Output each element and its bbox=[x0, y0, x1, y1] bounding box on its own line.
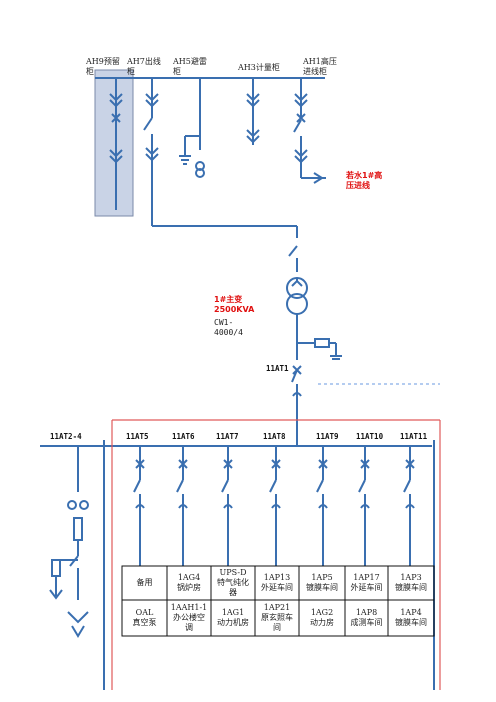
feeder-table-grid bbox=[121, 565, 435, 637]
breaker-label-11at8: 11AT8 bbox=[263, 432, 286, 441]
cabinet-label-ah1: AH1高压 进线柜 bbox=[303, 57, 337, 76]
feeder-11at7 bbox=[221, 446, 233, 566]
table-cell-r2-c1: OAL 真空泵 bbox=[132, 608, 157, 627]
lv-panel-boundary bbox=[111, 419, 441, 690]
cabinet-label-ah3: AH3计量柜 bbox=[238, 63, 280, 72]
transformer-primary-winding bbox=[286, 277, 308, 299]
capacitor-branch bbox=[49, 446, 89, 638]
table-cell-r2-c6: 1AP8 成测车间 bbox=[350, 608, 383, 627]
breaker-label-11at2-4: 11AT2-4 bbox=[50, 432, 82, 441]
breaker-label-11at6: 11AT6 bbox=[172, 432, 195, 441]
breaker-label-11at5: 11AT5 bbox=[126, 432, 149, 441]
feeder-11at10 bbox=[358, 446, 370, 566]
table-cell-r1-c7: 1AP3 镀膜车间 bbox=[395, 573, 427, 592]
hv-lines bbox=[40, 77, 432, 447]
feeder-11at6 bbox=[176, 446, 188, 566]
incoming-line-label: 若水1#高 压进线 bbox=[346, 171, 383, 190]
main-breaker-label: 11AT1 bbox=[266, 364, 289, 373]
feeder-11at5 bbox=[133, 446, 145, 566]
table-cell-r2-c5: 1AG2 动力房 bbox=[310, 608, 334, 627]
table-cell-r2-c3: 1AG1 动力机房 bbox=[217, 608, 249, 627]
lv-feeders bbox=[133, 446, 415, 566]
breaker-label-11at9: 11AT9 bbox=[316, 432, 339, 441]
table-cell-r1-c6: 1AP17 外延车间 bbox=[350, 573, 383, 592]
feeder-11at8 bbox=[269, 446, 281, 566]
feeder-11at9 bbox=[316, 446, 328, 566]
transformer-name: 1#主变 2500KVA bbox=[214, 295, 255, 314]
cabinet-label-ah7: AH7出线 柜 bbox=[127, 57, 161, 76]
table-cell-r2-c7: 1AP4 镀膜车间 bbox=[395, 608, 427, 627]
table-cell-r1-c5: 1AP5 镀膜车间 bbox=[306, 573, 338, 592]
table-cell-r1-c3: UPS-D 特气纯化 器 bbox=[217, 568, 249, 597]
table-cell-r1-c2: 1AG4 锅炉房 bbox=[177, 573, 201, 592]
table-cell-r2-c2: 1AAH1-1 办公楼空 调 bbox=[170, 603, 208, 632]
cabinet-label-ah5: AH5避雷 柜 bbox=[173, 57, 207, 76]
table-cell-r1-c4: 1AP13 外延车间 bbox=[261, 573, 293, 592]
breaker-label-11at11: 11AT11 bbox=[400, 432, 428, 441]
table-cell-r1-c1: 备用 bbox=[136, 578, 153, 587]
breaker-label-11at10: 11AT10 bbox=[356, 432, 384, 441]
cabinet-label-ah9: AH9预留 柜 bbox=[86, 57, 120, 76]
transformer-model: CW1- 4000/4 bbox=[214, 318, 243, 337]
breaker-label-11at7: 11AT7 bbox=[216, 432, 239, 441]
feeder-11at11 bbox=[403, 446, 415, 566]
table-cell-r2-c4: 1AP21 原玄照车 间 bbox=[261, 603, 293, 632]
spare-cabinet-shading bbox=[94, 69, 134, 217]
